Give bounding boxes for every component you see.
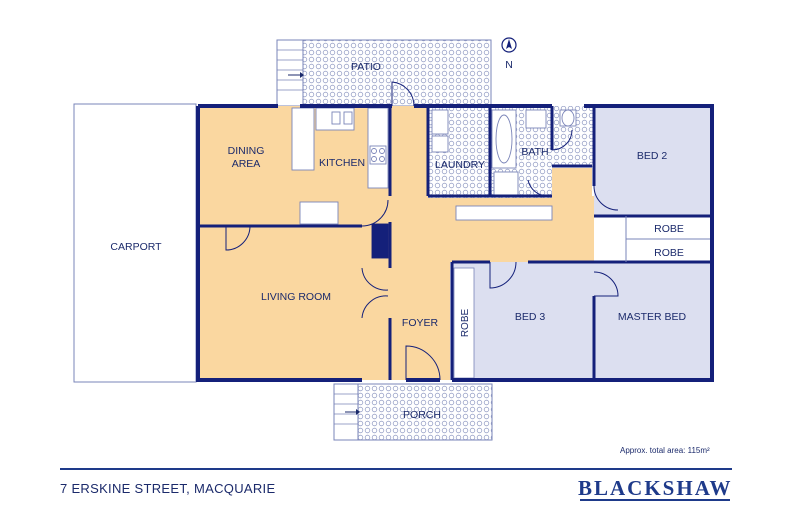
compass-north-label: N	[505, 59, 513, 71]
label-robe-1: ROBE	[654, 223, 684, 235]
label-robe-2: ROBE	[654, 247, 684, 259]
label-master-bed: MASTER BED	[618, 311, 687, 323]
property-address: 7 ERSKINE STREET, MACQUARIE	[60, 481, 276, 496]
label-dining: DINING	[228, 145, 265, 157]
label-living-room: LIVING ROOM	[261, 291, 331, 303]
label-robe-3: ROBE	[460, 309, 471, 338]
compass-icon	[501, 37, 517, 53]
robe-dividers	[625, 216, 712, 262]
label-patio: PATIO	[351, 61, 381, 73]
logo-underline	[580, 499, 730, 501]
total-area-note: Approx. total area: 115m²	[620, 446, 710, 455]
label-bath: BATH	[521, 146, 548, 158]
fixtures	[291, 107, 577, 259]
carport-area	[73, 103, 197, 383]
label-porch: PORCH	[403, 409, 441, 421]
door-swings	[225, 81, 619, 381]
footer-divider	[60, 468, 732, 470]
label-dining-area: AREA	[232, 158, 261, 170]
label-laundry: LAUNDRY	[435, 159, 485, 171]
exterior-walls	[196, 104, 714, 382]
interior-walls	[198, 106, 712, 380]
agency-logo: BLACKSHAW	[578, 476, 733, 500]
label-bed2: BED 2	[637, 150, 668, 162]
porch-area	[333, 383, 493, 441]
patio-area	[276, 39, 492, 107]
label-kitchen: KITCHEN	[319, 157, 365, 169]
label-carport: CARPORT	[110, 241, 162, 253]
label-foyer: FOYER	[402, 317, 439, 329]
label-bed3: BED 3	[515, 311, 546, 323]
